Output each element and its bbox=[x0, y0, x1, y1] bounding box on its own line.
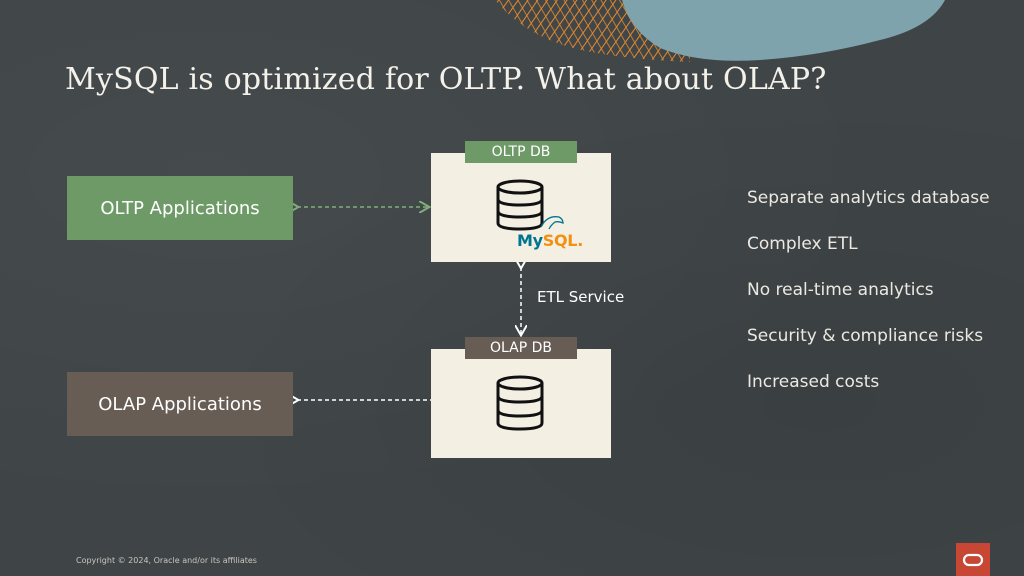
copyright-text: Copyright © 2024, Oracle and/or its affi… bbox=[76, 556, 257, 565]
issue-item: Increased costs bbox=[747, 372, 880, 392]
database-icon bbox=[496, 179, 544, 231]
oracle-o-icon bbox=[962, 553, 984, 566]
oltp-db-box: OLTP DB MySQL. bbox=[431, 141, 611, 262]
oltp-applications-label: OLTP Applications bbox=[100, 197, 260, 219]
olap-db-box: OLAP DB bbox=[431, 337, 611, 458]
mysql-dolphin-icon bbox=[540, 216, 564, 230]
mysql-logo: MySQL. bbox=[517, 231, 583, 250]
mysql-logo-sql: SQL bbox=[542, 231, 578, 250]
issue-item: No real-time analytics bbox=[747, 280, 934, 300]
database-icon bbox=[496, 375, 544, 431]
issue-item: Separate analytics database bbox=[747, 188, 990, 208]
oltp-applications-box: OLTP Applications bbox=[67, 176, 293, 240]
issue-item: Complex ETL bbox=[747, 234, 858, 254]
decorative-header-shapes bbox=[495, 0, 945, 62]
oracle-logo-icon bbox=[956, 543, 990, 576]
mysql-logo-my: My bbox=[517, 231, 543, 250]
issues-list: Separate analytics database Complex ETL … bbox=[747, 186, 990, 416]
olap-applications-box: OLAP Applications bbox=[67, 372, 293, 436]
issue-item: Security & compliance risks bbox=[747, 326, 984, 346]
olap-applications-label: OLAP Applications bbox=[98, 393, 262, 415]
olap-db-label: OLAP DB bbox=[465, 337, 577, 359]
mysql-logo-dot: . bbox=[577, 231, 583, 250]
oltp-db-label: OLTP DB bbox=[465, 141, 577, 163]
etl-service-label: ETL Service bbox=[537, 288, 625, 306]
slide-title: MySQL is optimized for OLTP. What about … bbox=[65, 62, 827, 97]
